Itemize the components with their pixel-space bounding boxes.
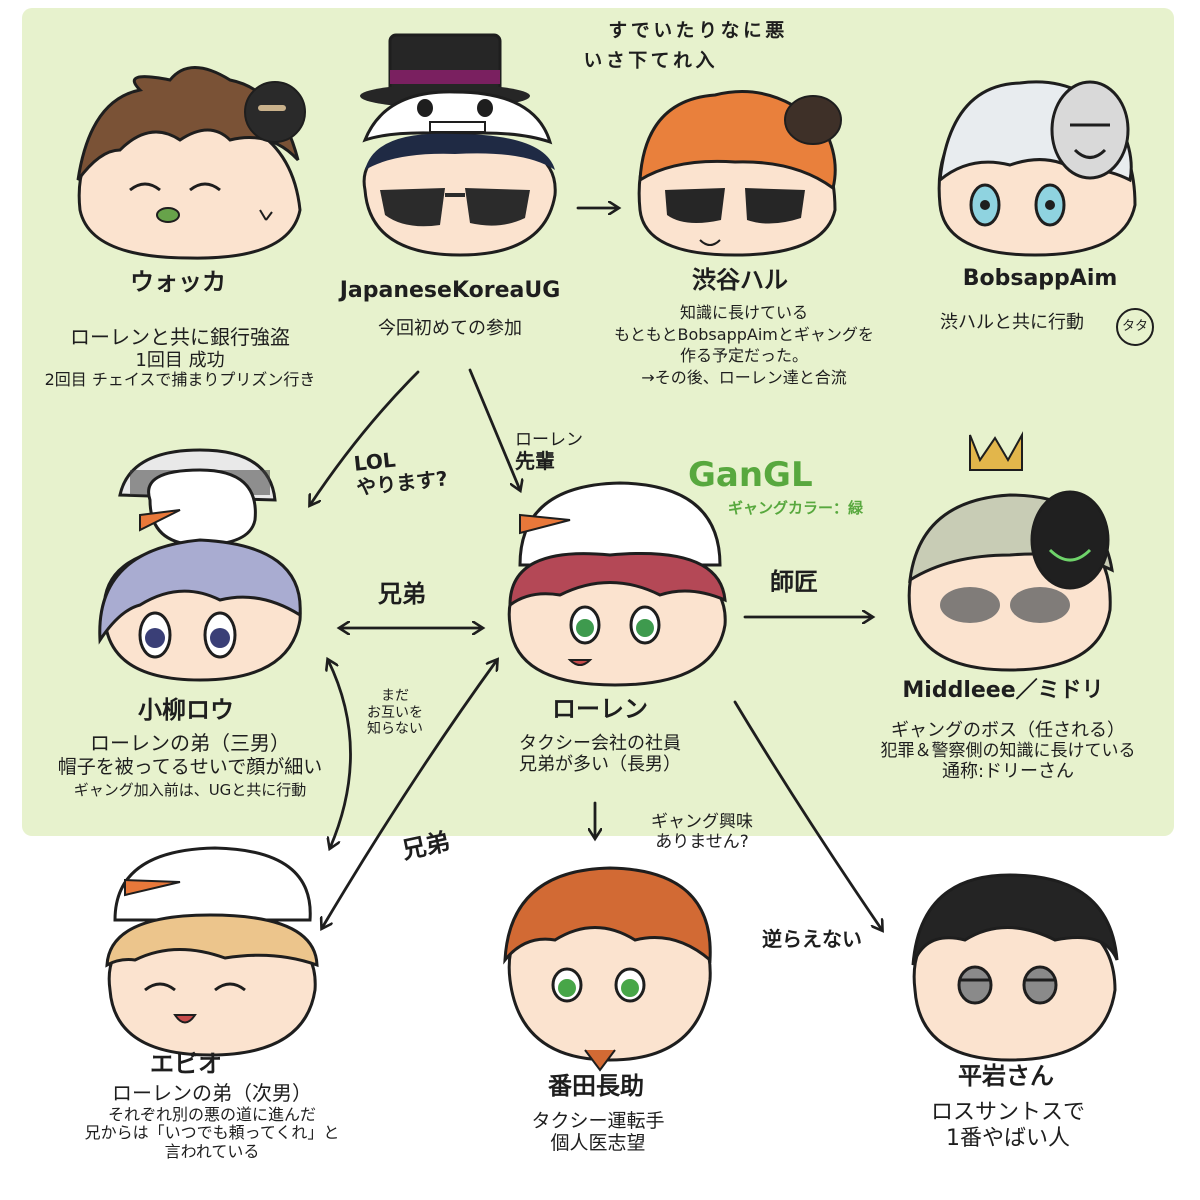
koyanagi-face xyxy=(98,448,302,682)
hiraiwa-desc: ロスサントスで 1番やばい人 xyxy=(931,1100,1085,1152)
vodka-desc: ローレンと共に銀行強盗 1回目 成功 2回目 チェイスで捕まりプリズン行き xyxy=(44,325,316,390)
arrow-ug-to-lauren xyxy=(468,368,520,490)
label-shisho: 師匠 xyxy=(770,568,818,596)
lauren-desc: タクシー会社の社員 兄弟が多い（長男） xyxy=(519,733,681,775)
ebio-desc-line3: 兄からは「いつでも頼ってくれ」と xyxy=(84,1123,340,1143)
label-senpai-line1: ローレン xyxy=(515,430,583,450)
label-senpai-line2: 先輩 xyxy=(515,449,555,474)
label-not-yet: まだ お互いを 知らない xyxy=(367,688,423,738)
vodka-desc-line2: 1回目 成功 xyxy=(135,349,225,371)
middleee-desc: ギャングのボス（任される） 犯罪＆警察側の知識に長けている 通称:ドリーさん xyxy=(881,720,1136,783)
middleee-desc-line2: 犯罪＆警察側の知識に長けている xyxy=(880,741,1136,762)
shibuya-face xyxy=(637,90,842,257)
arrow-ug-to-koyanagi xyxy=(310,370,420,505)
middleee-desc-line3: 通称:ドリーさん xyxy=(941,761,1075,783)
shibuya-name: 渋谷ハル xyxy=(692,266,788,294)
ebio-face xyxy=(105,846,319,1057)
banda-desc-line2: 個人医志望 xyxy=(550,1132,646,1155)
lauren-desc-line2: 兄弟が多い（長男） xyxy=(519,754,681,776)
ug-name: JapaneseKoreaUG xyxy=(339,278,561,303)
lauren-name: ローレン xyxy=(552,695,648,723)
label-gang-interest: ギャング興味 ありません? xyxy=(651,812,753,852)
label-brothers-top: 兄弟 xyxy=(378,580,426,608)
label-wants-evil-line1: 悪になりたいです xyxy=(605,20,785,39)
bobsapp-face xyxy=(937,80,1137,257)
koyanagi-desc: ローレンの弟（三男） 帽子を被ってるせいで顔が細い ギャング加入前は、UGと共に… xyxy=(57,731,323,800)
arrow-lauren-to-hiraiwa xyxy=(733,700,882,930)
middleee-desc-line1: ギャングのボス（任される） xyxy=(891,720,1125,741)
koyanagi-desc-line1: ローレンの弟（三男） xyxy=(89,731,290,755)
hiraiwa-desc-line1: ロスサントスで xyxy=(930,1100,1086,1125)
hiraiwa-name: 平岩さん xyxy=(958,1062,1054,1090)
ebio-name: エビオ xyxy=(150,1050,222,1078)
label-cant-resist: 逆らえない xyxy=(762,927,862,951)
label-gang-interest-line2: ありません? xyxy=(655,832,749,853)
middleee-face xyxy=(907,431,1114,672)
gang-subtitle: ギャングカラー：緑 xyxy=(728,499,864,517)
vodka-desc-line1: ローレンと共に銀行強盗 xyxy=(69,325,290,349)
middleee-name: Middleee／ミドリ xyxy=(902,678,1104,703)
arrow-koyanagi-ebio xyxy=(328,660,352,848)
hiraiwa-desc-line2: 1番やばい人 xyxy=(945,1125,1070,1151)
ug-face xyxy=(360,33,557,257)
vodka-desc-line3: 2回目 チェイスで捕まりプリズン行き xyxy=(44,369,316,389)
label-not-yet-line3: 知らない xyxy=(367,721,423,738)
label-not-yet-line1: まだ xyxy=(381,688,409,704)
shibuya-desc-line3: 作る予定だった。 xyxy=(679,346,808,366)
shibuya-desc-line1: 知識に長けている xyxy=(679,303,808,322)
ebio-desc: ローレンの弟（次男） それぞれ別の悪の道に進んだ 兄からは「いつでも頼ってくれ」… xyxy=(84,1081,340,1162)
label-senpai: ローレン 先輩 xyxy=(515,430,583,474)
lauren-face xyxy=(507,481,727,687)
banda-face xyxy=(503,866,712,1072)
label-not-yet-line2: お互いを xyxy=(367,704,423,721)
koyanagi-desc-line2: 帽子を被ってるせいで顔が細い xyxy=(57,755,323,778)
gang-title: GanGL xyxy=(688,455,813,495)
shibuya-desc-line4: →その後、ローレン達と合流 xyxy=(641,367,847,387)
ebio-desc-line2: それぞれ別の悪の道に進んだ xyxy=(107,1104,317,1124)
banda-desc: タクシー運転手 個人医志望 xyxy=(531,1110,664,1155)
koyanagi-name: 小柳ロウ xyxy=(138,696,234,724)
shibuya-desc-line2: もともとBobsappAimとギャングを xyxy=(614,324,874,344)
banda-desc-line1: タクシー運転手 xyxy=(531,1110,665,1132)
ebio-desc-line1: ローレンの弟（次男） xyxy=(111,1081,312,1105)
lauren-desc-line1: タクシー会社の社員 xyxy=(519,733,681,754)
vodka-name: ウォッカ xyxy=(130,268,226,296)
hiraiwa-face xyxy=(911,873,1119,1062)
bobsapp-badge: タタ xyxy=(1116,308,1154,346)
bobsapp-name: BobsappAim xyxy=(962,266,1118,291)
banda-name: 番田長助 xyxy=(548,1072,644,1100)
ug-desc-line1: 今回初めての参加 xyxy=(378,318,522,339)
label-gang-interest-line1: ギャング興味 xyxy=(651,812,753,832)
koyanagi-desc-line3: ギャング加入前は、UGと共に行動 xyxy=(73,781,307,799)
ebio-desc-line4: 言われている xyxy=(164,1142,260,1162)
label-wants-evil-line2: 入れて下さい xyxy=(580,50,715,69)
arrow-lauren-ebio xyxy=(322,660,497,928)
bobsapp-desc-line1: 渋ハルと共に行動 xyxy=(940,312,1084,333)
shibuya-desc: 知識に長けている もともとBobsappAimとギャングを 作る予定だった。 →… xyxy=(614,302,874,388)
vodka-face xyxy=(76,66,306,260)
label-lol: LOL やります? xyxy=(353,443,449,500)
